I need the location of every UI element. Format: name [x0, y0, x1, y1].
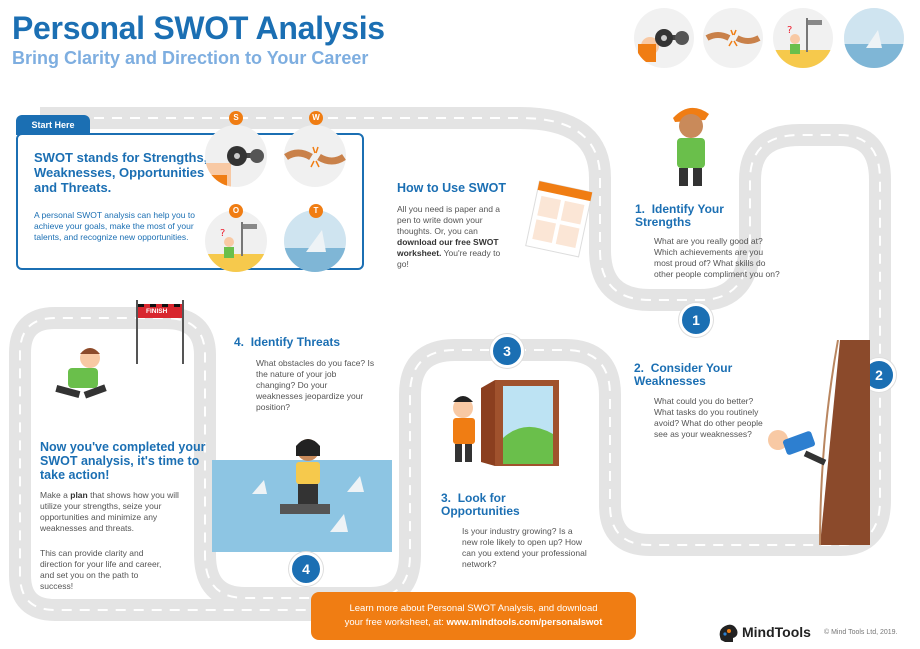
cta-line-2-text: your free worksheet, at:	[344, 617, 447, 628]
step-3-body: Is your industry growing? Is a new role …	[462, 526, 587, 569]
step-1-title: 1. Identify Your Strengths	[635, 203, 765, 229]
start-here-tab: Start Here	[16, 115, 90, 135]
step-1-body: What are you really good at? Which achie…	[654, 236, 780, 279]
swot-definition-heading: SWOT stands for Strengths, Weaknesses, O…	[34, 150, 208, 195]
step-2-prefix: 2.	[634, 361, 645, 375]
step-4-body: What obstacles do you face? Is the natur…	[256, 358, 375, 412]
step-1-title-text: Identify Your Strengths	[635, 202, 724, 229]
step-1-prefix: 1.	[635, 202, 646, 216]
step-3-prefix: 3.	[441, 491, 452, 505]
svg-text:?: ?	[220, 228, 225, 239]
action-text-start: Make a	[40, 490, 71, 500]
mindtools-logo-icon	[717, 622, 739, 649]
action-body-success: This can provide clarity and direction f…	[40, 548, 162, 591]
finish-label: FINISH	[146, 308, 168, 315]
page-title: Personal SWOT Analysis	[12, 10, 385, 46]
threat-shark-fin-icon	[844, 8, 904, 68]
step-2-title: 2. Consider Your Weaknesses	[634, 362, 764, 388]
step-3-title: 3. Look for Opportunities	[441, 492, 571, 518]
step-3-badge: 3	[490, 334, 524, 368]
step-1-badge: 1	[679, 303, 713, 337]
step-2-title-text: Consider Your Weaknesses	[634, 361, 733, 388]
action-text-end: that shows how you will utilize your str…	[40, 490, 179, 533]
cta-line-1: Learn more about Personal SWOT Analysis,…	[349, 603, 598, 614]
step-4-badge: 4	[289, 552, 323, 586]
how-to-body: All you need is paper and a pen to write…	[397, 204, 509, 270]
learn-more-banner[interactable]: Learn more about Personal SWOT Analysis,…	[311, 592, 636, 640]
step-4-prefix: 4.	[234, 335, 245, 349]
cta-line-2: your free worksheet, at: www.mindtools.c…	[311, 616, 636, 630]
step-2-body: What could you do better? What tasks do …	[654, 396, 763, 439]
step-4-title-text: Identify Threats	[250, 335, 341, 349]
how-to-text-end: You're ready to go!	[397, 248, 501, 269]
action-title: Now you've completed your SWOT analysis,…	[40, 440, 206, 482]
step-4-title: 4. Identify Threats	[234, 336, 374, 349]
strength-dumbbell-icon	[634, 8, 694, 68]
swot-definition-body: A personal SWOT analysis can help you to…	[34, 210, 195, 242]
how-to-title: How to Use SWOT	[397, 181, 507, 195]
action-plan-emphasis: plan	[70, 490, 88, 500]
person-strength-illustration	[665, 98, 715, 195]
worksheet-thumbnail	[520, 180, 598, 263]
worksheet-download-link[interactable]: download our free SWOT worksheet.	[397, 237, 499, 258]
copyright-text: © Mind Tools Ltd, 2019.	[824, 629, 898, 636]
action-body-plan: Make a plan that shows how you will util…	[40, 490, 190, 534]
runner-illustration	[48, 340, 118, 415]
threat-circle	[284, 210, 346, 272]
swot-letter-w: W	[309, 111, 323, 125]
weakness-rope-icon	[703, 8, 763, 68]
door-opportunity-illustration	[445, 378, 565, 473]
swot-letter-o: O	[229, 204, 243, 218]
how-to-text: All you need is paper and a pen to write…	[397, 204, 501, 236]
finish-line-banner	[132, 298, 190, 369]
personal-swot-link[interactable]: www.mindtools.com/personalswot	[446, 617, 603, 628]
swot-letter-s: S	[229, 111, 243, 125]
opportunity-circle: ?	[205, 210, 267, 272]
opportunity-signpost-icon: ?	[773, 8, 833, 68]
weakness-circle	[284, 125, 346, 187]
step-3-title-text: Look for Opportunities	[441, 491, 520, 518]
strength-circle	[205, 125, 267, 187]
cliff-climber-illustration	[760, 339, 870, 550]
page-subtitle: Bring Clarity and Direction to Your Care…	[12, 48, 369, 68]
swot-letter-t: T	[309, 204, 323, 218]
svg-text:?: ?	[787, 25, 792, 36]
sea-threat-illustration	[212, 432, 392, 557]
mindtools-logo: MindTools	[742, 624, 811, 640]
